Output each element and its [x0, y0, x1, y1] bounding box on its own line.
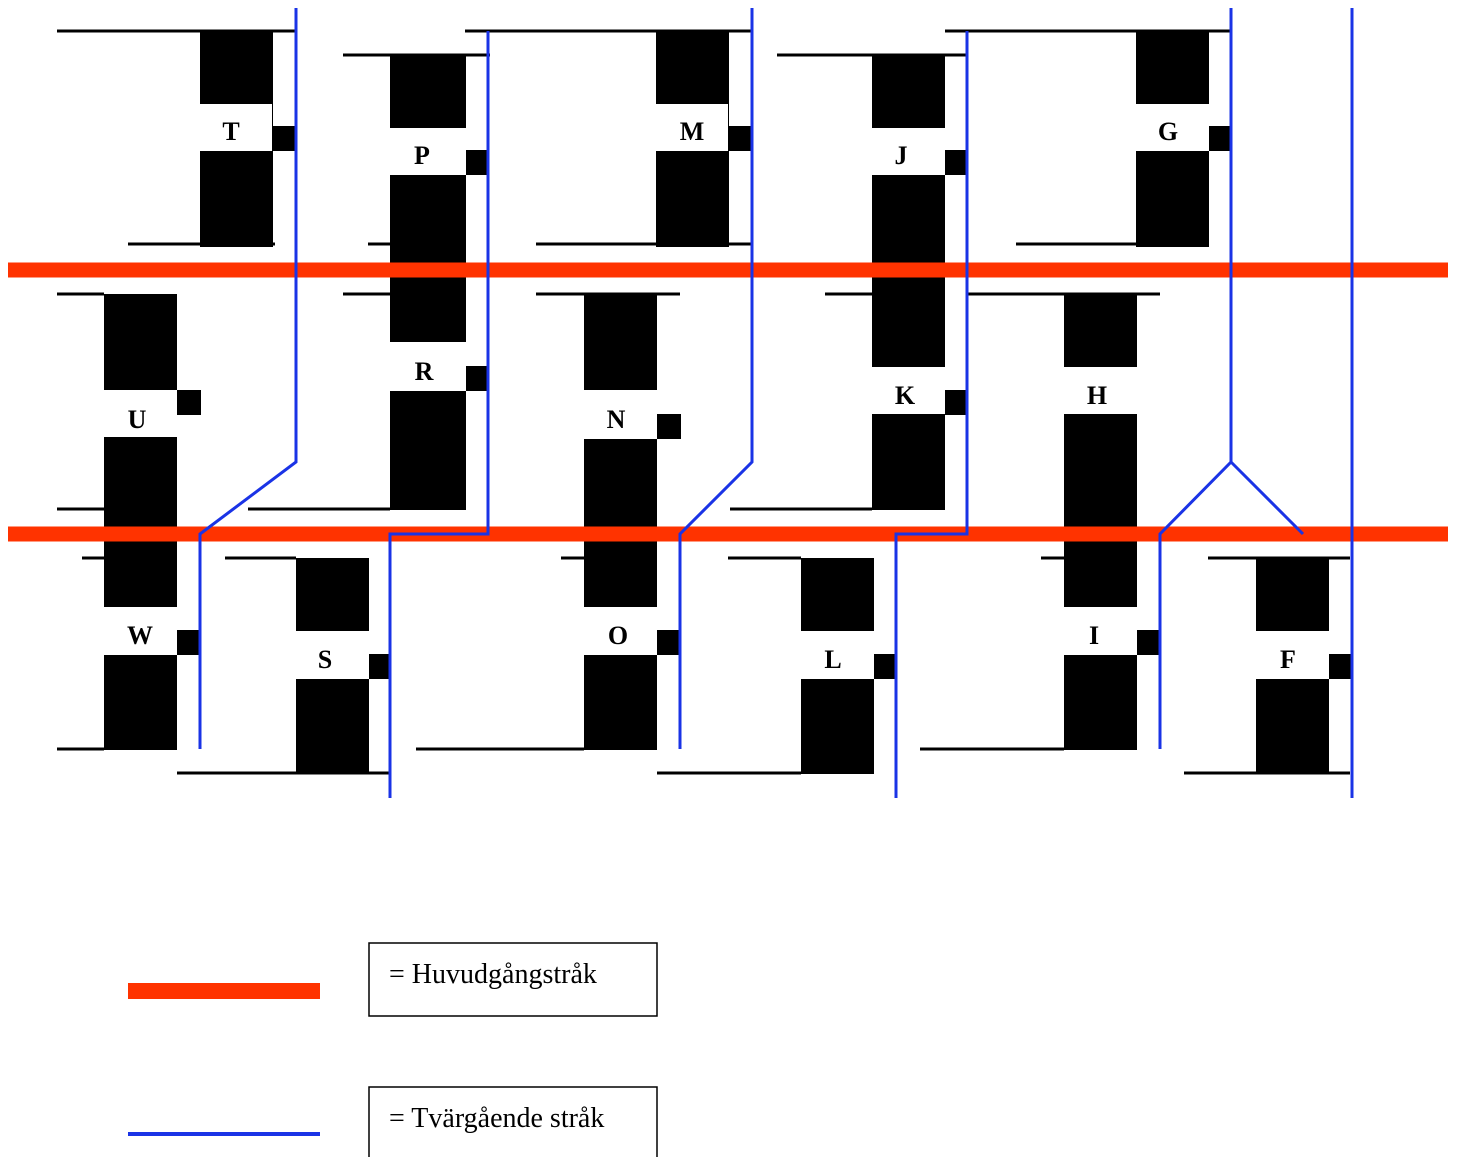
label-k: K: [872, 367, 945, 414]
building-labels: T P M J G R K H: [104, 104, 1329, 679]
cross-paths: [198, 8, 1354, 798]
building-j-k: [872, 55, 945, 510]
legend: = Huvudgångstråk = Tvärgående stråk: [128, 942, 658, 1157]
legend-cross-path-label: = Tvärgående stråk: [389, 1103, 604, 1134]
svg-text:N: N: [607, 405, 626, 434]
svg-text:L: L: [824, 645, 841, 674]
label-o: O: [584, 607, 657, 655]
svg-text:F: F: [1280, 645, 1296, 674]
legend-main-path-box: [368, 942, 658, 1017]
main-paths: [8, 262, 1448, 542]
label-u: U: [104, 390, 177, 437]
legend-main-path-label: = Huvudgångstråk: [389, 959, 597, 990]
svg-text:R: R: [415, 357, 434, 386]
svg-text:J: J: [895, 141, 908, 170]
label-r: R: [390, 342, 466, 391]
label-l: L: [801, 631, 874, 679]
label-t: T: [200, 104, 272, 151]
svg-text:I: I: [1089, 621, 1099, 650]
building-p-r: [390, 55, 466, 510]
label-f: F: [1256, 631, 1329, 679]
label-m: M: [656, 104, 728, 151]
svg-text:U: U: [128, 405, 147, 434]
svg-text:W: W: [127, 621, 153, 650]
label-h: H: [1064, 367, 1137, 414]
building-h-i: [1064, 294, 1137, 750]
svg-text:O: O: [608, 621, 628, 650]
label-g: G: [1136, 104, 1209, 151]
svg-text:P: P: [414, 141, 430, 170]
svg-text:K: K: [895, 381, 916, 410]
svg-text:T: T: [222, 117, 239, 146]
label-i: I: [1064, 607, 1137, 655]
svg-text:M: M: [680, 117, 705, 146]
label-p: P: [390, 128, 466, 175]
label-j: J: [872, 128, 945, 175]
legend-cross-path-box: [368, 1086, 658, 1157]
label-n: N: [584, 390, 657, 439]
building-n-o: [584, 294, 657, 750]
legend-main-path-swatch: [128, 983, 320, 999]
svg-text:S: S: [318, 645, 332, 674]
svg-text:H: H: [1087, 381, 1107, 410]
label-w: W: [104, 607, 177, 655]
svg-text:G: G: [1158, 117, 1178, 146]
label-s: S: [296, 631, 369, 679]
building-u-w: [104, 294, 177, 750]
